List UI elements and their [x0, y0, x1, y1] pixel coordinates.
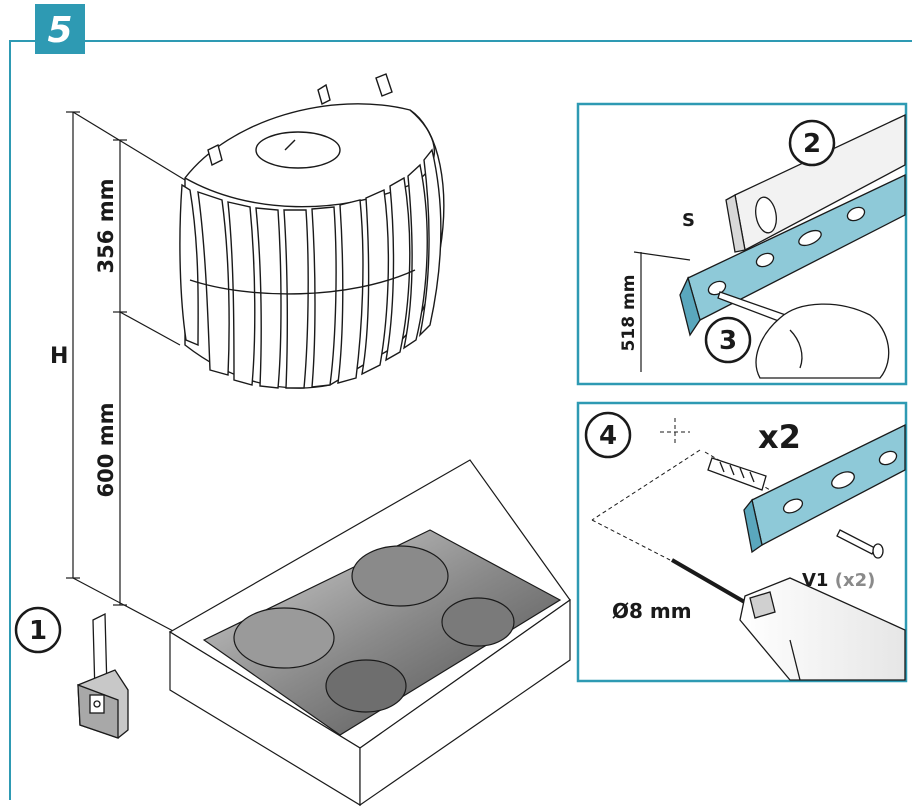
- substep-4-number: 4: [599, 421, 617, 451]
- frame-line: [9, 40, 912, 800]
- height-label-H: H: [50, 344, 68, 369]
- hood-icon: [179, 73, 445, 389]
- substep-1: 1: [14, 606, 62, 654]
- spirit-level-icon: [725, 113, 906, 253]
- step-number: 5: [47, 10, 72, 51]
- mark-S: S: [682, 210, 695, 231]
- bracket-rail-icon-2: [743, 423, 906, 554]
- cooktop-icon: [168, 459, 571, 807]
- step-frame: 5: [9, 4, 912, 800]
- substep-3-number: 3: [719, 326, 737, 356]
- quantity-x2: x2: [758, 418, 801, 456]
- screw-quantity: (x2): [835, 570, 876, 591]
- pencil-hand-icon: [717, 291, 890, 379]
- substep-2-number: 2: [803, 129, 821, 159]
- dim-518: 518 mm: [619, 275, 639, 352]
- wall-plug-icon: [707, 457, 767, 491]
- substep-3: 3: [704, 316, 752, 364]
- tape-measure-icon: [77, 612, 129, 739]
- height-dimensions: [66, 111, 186, 633]
- panel-level: 518 mm S 2 3: [576, 102, 908, 386]
- substep-1-number: 1: [29, 616, 47, 646]
- bracket-rail-icon: [679, 173, 906, 337]
- dim-356: 356 mm: [94, 179, 118, 274]
- dim-600: 600 mm: [94, 403, 118, 498]
- step-badge: [35, 4, 85, 54]
- substep-4: 4: [584, 411, 632, 459]
- drill-icon: [670, 558, 906, 681]
- panel-drill: 4 x2 V1 (x2) Ø8 mm: [576, 401, 908, 683]
- screw-icon: [836, 529, 884, 559]
- substep-2: 2: [788, 119, 836, 167]
- drill-size-label: Ø8 mm: [612, 599, 692, 623]
- dim-518-line: [633, 251, 691, 372]
